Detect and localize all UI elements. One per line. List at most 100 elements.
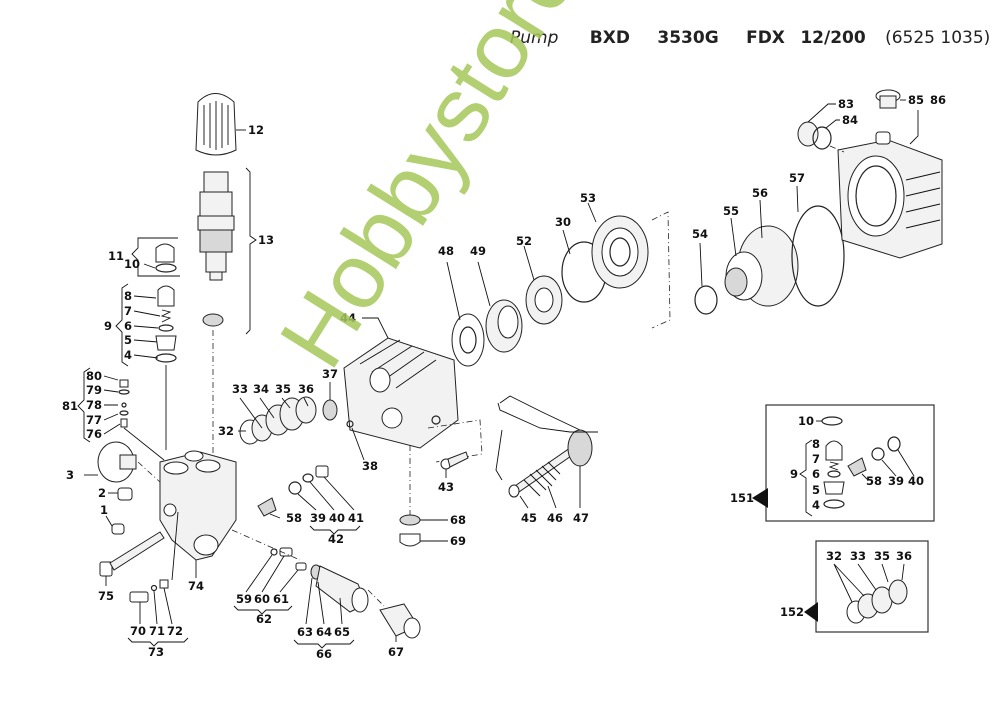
label-72: 72 bbox=[167, 624, 183, 638]
part-66-fitting[interactable] bbox=[310, 564, 369, 613]
part-86-housing[interactable] bbox=[837, 131, 943, 259]
label-85: 85 bbox=[908, 93, 924, 107]
part-58-valve-plug[interactable] bbox=[257, 497, 277, 517]
part-74-manifold[interactable] bbox=[159, 450, 237, 561]
title-prefix: Pump bbox=[510, 28, 559, 48]
part-62-kit[interactable] bbox=[270, 547, 307, 571]
label-49: 49 bbox=[470, 244, 486, 258]
kit-152-36: 36 bbox=[896, 549, 912, 563]
part-44-crankcase[interactable] bbox=[343, 337, 459, 449]
kit-152-arrow-icon bbox=[804, 602, 818, 622]
label-46: 46 bbox=[547, 511, 563, 525]
part-75-bolt[interactable] bbox=[99, 531, 165, 577]
part-48-seal-plate[interactable] bbox=[451, 313, 485, 367]
label-78: 78 bbox=[86, 398, 102, 412]
label-1: 1 bbox=[100, 503, 108, 517]
kit-152-35: 35 bbox=[874, 549, 890, 563]
part-54-oring[interactable] bbox=[694, 285, 718, 315]
part-32-36-piston[interactable] bbox=[239, 396, 317, 445]
label-53: 53 bbox=[580, 191, 596, 205]
part-13-unloader[interactable] bbox=[197, 171, 235, 281]
label-48: 48 bbox=[438, 244, 454, 258]
label-68: 68 bbox=[450, 513, 466, 527]
part-1-nut[interactable] bbox=[111, 523, 125, 535]
part-68-washer[interactable] bbox=[399, 514, 421, 526]
part-52-seal[interactable] bbox=[525, 275, 563, 325]
label-13: 13 bbox=[258, 233, 274, 247]
label-66: 66 bbox=[316, 647, 332, 661]
label-56: 56 bbox=[752, 186, 768, 200]
label-54: 54 bbox=[692, 227, 708, 241]
kit-151-39: 39 bbox=[888, 474, 904, 488]
label-67: 67 bbox=[388, 645, 404, 659]
label-83-text: 83 bbox=[838, 97, 854, 111]
diagram-title: Pump BXD 3530G FDX 12/200 (6525 1035) bbox=[510, 28, 990, 48]
label-84: 84 bbox=[842, 113, 858, 127]
label-69: 69 bbox=[450, 534, 466, 548]
label-81: 81 bbox=[62, 399, 78, 413]
label-34: 34 bbox=[253, 382, 269, 396]
kit-151-arrow-icon bbox=[752, 488, 768, 508]
kit-151-6: 6 bbox=[812, 467, 820, 481]
label-36: 36 bbox=[298, 382, 314, 396]
label-47: 47 bbox=[573, 511, 589, 525]
part-37-seal[interactable] bbox=[322, 399, 338, 421]
part-49-bearing-cover[interactable] bbox=[485, 299, 523, 353]
label-74: 74 bbox=[188, 579, 204, 593]
label-33: 33 bbox=[232, 382, 248, 396]
label-38: 38 bbox=[362, 459, 378, 473]
label-75: 75 bbox=[98, 589, 114, 603]
label-7: 7 bbox=[124, 304, 132, 318]
part-57-oring[interactable] bbox=[791, 205, 845, 307]
label-64: 64 bbox=[316, 625, 332, 639]
part-81-plug-kit[interactable] bbox=[118, 379, 130, 428]
label-9: 9 bbox=[104, 319, 112, 333]
label-59: 59 bbox=[236, 592, 252, 606]
kit-151-9: 9 bbox=[790, 467, 798, 481]
kit-151-label: 151 bbox=[730, 491, 754, 505]
label-32: 32 bbox=[218, 424, 234, 438]
label-42: 42 bbox=[328, 532, 344, 546]
label-6: 6 bbox=[124, 319, 132, 333]
part-55-56-flange[interactable] bbox=[724, 225, 799, 307]
label-5: 5 bbox=[124, 333, 132, 347]
part-10-11-plug[interactable] bbox=[155, 243, 177, 273]
kit-151-40: 40 bbox=[908, 474, 924, 488]
part-67-connector[interactable] bbox=[379, 603, 421, 639]
kit-152-32: 32 bbox=[826, 549, 842, 563]
part-85-plug[interactable] bbox=[875, 89, 901, 109]
kit-151-58: 58 bbox=[866, 474, 882, 488]
label-86: 86 bbox=[930, 93, 946, 107]
label-61: 61 bbox=[273, 592, 289, 606]
label-44: 44 bbox=[340, 311, 356, 325]
kit-152-box[interactable]: 152 32 33 35 36 bbox=[780, 540, 929, 633]
part-38-oring[interactable] bbox=[346, 420, 354, 428]
part-43-screw[interactable] bbox=[440, 451, 469, 470]
kit-152-label: 152 bbox=[780, 605, 804, 619]
label-71: 71 bbox=[149, 624, 165, 638]
part-42-kit[interactable] bbox=[288, 465, 329, 495]
title-series: FDX bbox=[746, 28, 785, 48]
kit-151-10: 10 bbox=[798, 414, 814, 428]
title-variant: 3530G bbox=[657, 28, 719, 48]
part-73-fitting[interactable] bbox=[129, 579, 169, 603]
kit-151-8: 8 bbox=[812, 437, 820, 451]
title-code: (6525 1035) bbox=[885, 28, 991, 48]
label-57: 57 bbox=[789, 171, 805, 185]
label-80: 80 bbox=[86, 369, 102, 383]
part-83-84-plug[interactable] bbox=[797, 121, 832, 150]
part-53-bearing[interactable] bbox=[591, 215, 649, 289]
part-45-47-shaft[interactable] bbox=[508, 429, 593, 498]
label-43: 43 bbox=[438, 480, 454, 494]
kit-151-box[interactable]: 151 10 9 8 7 6 5 4 58 39 40 bbox=[730, 404, 935, 522]
label-4: 4 bbox=[124, 348, 132, 362]
part-2-cap[interactable] bbox=[117, 487, 133, 501]
label-79: 79 bbox=[86, 383, 102, 397]
part-3-gauge[interactable] bbox=[97, 441, 137, 483]
label-58: 58 bbox=[286, 511, 302, 525]
label-30: 30 bbox=[555, 215, 571, 229]
part-9-valve[interactable] bbox=[155, 285, 177, 363]
part-69-plug[interactable] bbox=[399, 533, 421, 547]
part-12-knob[interactable] bbox=[195, 93, 237, 156]
